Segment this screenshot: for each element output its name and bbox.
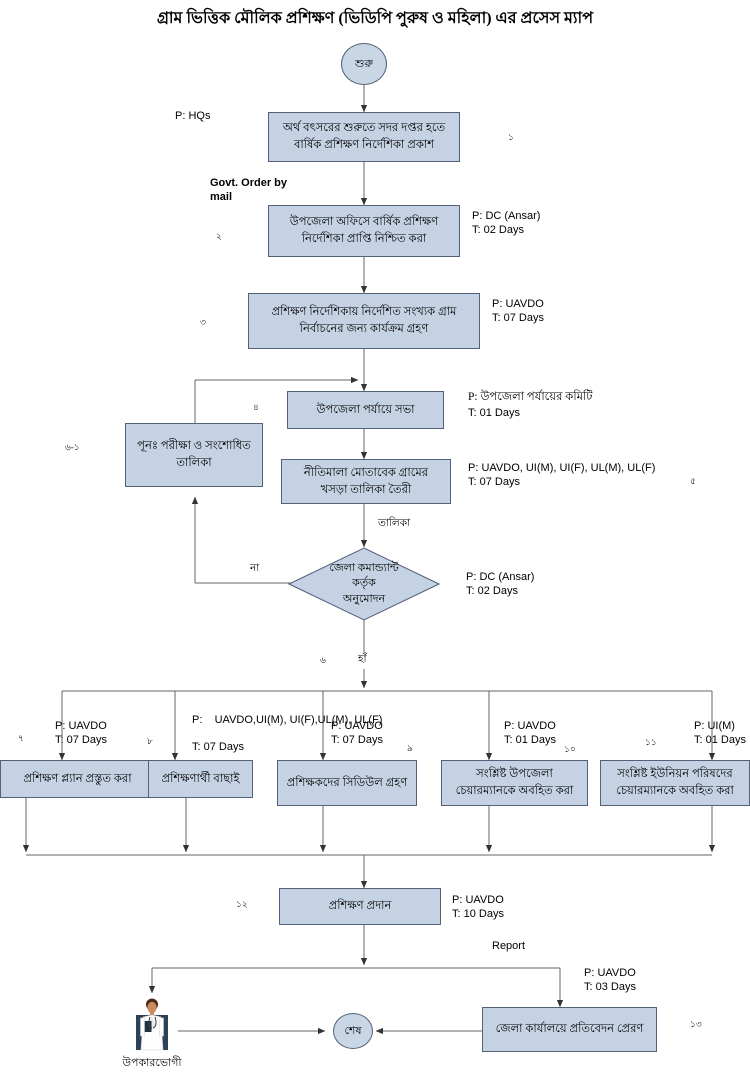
process-node-13[interactable]: জেলা কার্যালয়ে প্রতিবেদন প্রেরণ — [482, 1007, 657, 1052]
beneficiary-person-icon — [126, 996, 178, 1052]
edge-label-talika: তালিকা — [376, 516, 413, 533]
node-3-time: T: 07 Days — [492, 312, 544, 324]
node-1-performer: P: HQs — [175, 110, 211, 122]
node-3-number: ৩ — [200, 317, 206, 327]
node-8-time: T: 07 Days — [192, 741, 244, 753]
decision-number: ৬ — [320, 655, 326, 665]
node-9-performer: P: UAVDO — [331, 720, 383, 732]
node-13-time: T: 03 Days — [584, 981, 636, 993]
node-13-line-1: জেলা কার্যালয়ে প্রতিবেদন প্রেরণ — [495, 1023, 644, 1036]
node-6-1-number: ৬-১ — [65, 442, 80, 452]
node-5-line-1: নীতিমালা মোতাবেক গ্রামের — [303, 466, 429, 479]
process-node-9[interactable]: প্রশিক্ষকদের সিডিউল গ্রহণ — [277, 760, 417, 806]
node-5-time: T: 07 Days — [468, 476, 520, 488]
node-4-performer: P: উপজেলা পর্যায়ের কমিটি — [468, 391, 593, 403]
node-11-line-1: সংশ্লিষ্ট ইউনিয়ন পরিষদের — [617, 768, 733, 781]
process-node-12[interactable]: প্রশিক্ষণ প্রদান — [279, 888, 441, 925]
node-11-line-2: চেয়ারম্যানকে অবহিত করা — [616, 785, 734, 797]
node-9-line-1: প্রশিক্ষকদের সিডিউল গ্রহণ — [286, 776, 408, 789]
process-node-2[interactable]: উপজেলা অফিসে বার্ষিক প্রশিক্ষণ নির্দেশিক… — [268, 205, 460, 257]
decision-node-6[interactable]: জেলা কমান্ড্যান্ট কর্তৃক অনুমোদন — [288, 547, 440, 621]
node-8-line-1: প্রশিক্ষণার্থী বাছাই — [161, 772, 240, 785]
start-terminator[interactable]: শুরু — [341, 43, 387, 85]
node-3-performer: P: UAVDO — [492, 298, 544, 310]
node-7-time: T: 07 Days — [55, 734, 107, 746]
node-9-time: T: 07 Days — [331, 734, 383, 746]
process-node-5[interactable]: নীতিমালা মোতাবেক গ্রামের খসড়া তালিকা তৈ… — [281, 459, 451, 504]
node-12-number: ১২ — [236, 899, 248, 909]
node-4-time: T: 01 Days — [468, 407, 520, 419]
process-node-3[interactable]: প্রশিক্ষণ নির্দেশিকায় নির্দেশিত সংখ্যক … — [248, 293, 480, 349]
node-2-time: T: 02 Days — [472, 224, 524, 236]
node-4-line-1: উপজেলা পর্যায়ে সভা — [316, 403, 415, 416]
node-6-1-line-1: পূনঃ পরীক্ষা ও সংশোধিত — [137, 440, 251, 453]
decision-line-2: কর্তৃক — [352, 577, 376, 590]
node-11-number: ১১ — [645, 737, 657, 747]
node-10-time: T: 01 Days — [504, 734, 556, 746]
node-12-line-1: প্রশিক্ষণ প্রদান — [328, 900, 392, 913]
node-11-time: T: 01 Days — [694, 734, 746, 746]
end-terminator[interactable]: শেষ — [333, 1013, 373, 1049]
node-1-number: ১ — [508, 132, 514, 142]
node-12-time: T: 10 Days — [452, 908, 504, 920]
process-node-11[interactable]: সংশ্লিষ্ট ইউনিয়ন পরিষদের চেয়ারম্যানকে … — [600, 760, 750, 806]
decision-time: T: 02 Days — [466, 585, 518, 597]
decision-line-1: জেলা কমান্ড্যান্ট — [329, 561, 399, 574]
process-node-7[interactable]: প্রশিক্ষণ প্ল্যান প্রস্তুত করা — [0, 760, 155, 798]
person-icon — [136, 998, 168, 1051]
process-node-1[interactable]: অর্থ বৎসরের শুরুতে সদর দপ্তর হতে বার্ষিক… — [268, 112, 460, 162]
process-node-10[interactable]: সংশ্লিষ্ট উপজেলা চেয়ারম্যানকে অবহিত করা — [441, 760, 588, 806]
node-12-performer: P: UAVDO — [452, 894, 504, 906]
node-8-performer: P: UAVDO,UI(M), UI(F),UL(M), UL(F) — [192, 714, 383, 726]
decision-yes-label: হাঁ — [356, 652, 369, 669]
decision-no-label: না — [248, 561, 262, 578]
node-1-line-1: অর্থ বৎসরের শুরুতে সদর দপ্তর হতে — [282, 122, 446, 135]
node-5-line-2: খসড়া তালিকা তৈরী — [320, 483, 412, 496]
page-title: গ্রাম ভিত্তিক মৌলিক প্রশিক্ষণ (ভিডিপি পু… — [156, 10, 594, 27]
start-label: শুরু — [355, 57, 373, 70]
node-4-number: ৪ — [253, 402, 259, 412]
node-11-performer: P: UI(M) — [694, 720, 735, 732]
node-3-line-2: নির্বাচনের জন্য কার্যক্রম গ্রহণ — [299, 323, 429, 335]
process-node-6-1[interactable]: পূনঃ পরীক্ষা ও সংশোধিত তালিকা — [125, 423, 263, 487]
process-node-8[interactable]: প্রশিক্ষণার্থী বাছাই — [148, 760, 253, 798]
process-node-4[interactable]: উপজেলা পর্যায়ে সভা — [287, 391, 444, 429]
node-6-1-line-2: তালিকা — [176, 457, 212, 469]
edge-label-report: Report — [490, 940, 528, 952]
node-2-line-2: নির্দেশিকা প্রাপ্তি নিশ্চিত করা — [301, 233, 427, 245]
node-5-number: ৫ — [690, 476, 696, 486]
node-2-line-1: উপজেলা অফিসে বার্ষিক প্রশিক্ষণ — [289, 216, 439, 229]
node-2-number: ২ — [216, 231, 222, 241]
decision-label: জেলা কমান্ড্যান্ট কর্তৃক অনুমোদন — [288, 547, 440, 621]
node-1-line-2: বার্ষিক প্রশিক্ষণ নির্দেশিকা প্রকাশ — [293, 139, 435, 151]
edge-label-govt-order: Govt. Order by mail — [210, 177, 288, 204]
node-2-performer: P: DC (Ansar) — [472, 210, 541, 222]
decision-performer: P: DC (Ansar) — [466, 571, 535, 583]
node-9-number: ৯ — [407, 743, 413, 753]
node-13-performer: P: UAVDO — [584, 967, 636, 979]
node-10-number: ১০ — [564, 744, 576, 754]
node-5-performer: P: UAVDO, UI(M), UI(F), UL(M), UL(F) — [468, 462, 656, 474]
node-7-line-1: প্রশিক্ষণ প্ল্যান প্রস্তুত করা — [23, 772, 132, 785]
node-10-line-1: সংশ্লিষ্ট উপজেলা — [476, 768, 553, 781]
node-13-number: ১৩ — [690, 1019, 702, 1029]
node-7-number: ৭ — [18, 733, 24, 743]
node-8-number: ৮ — [147, 736, 153, 746]
node-3-line-1: প্রশিক্ষণ নির্দেশিকায় নির্দেশিত সংখ্যক … — [271, 306, 457, 319]
node-10-performer: P: UAVDO — [504, 720, 556, 732]
node-10-line-2: চেয়ারম্যানকে অবহিত করা — [455, 785, 574, 797]
beneficiary-caption: উপকারভোগী — [122, 1057, 182, 1069]
decision-line-3: অনুমোদন — [342, 592, 386, 605]
end-label: শেষ — [344, 1024, 362, 1037]
node-7-performer: P: UAVDO — [55, 720, 107, 732]
